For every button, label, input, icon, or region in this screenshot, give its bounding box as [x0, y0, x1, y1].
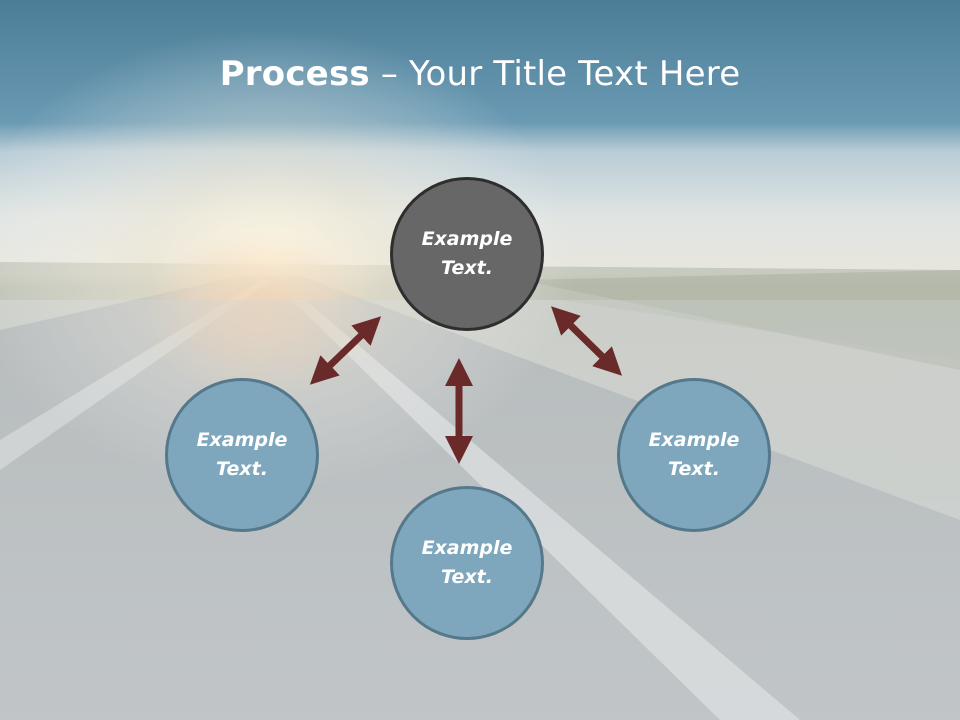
process-node-left: Example Text. — [165, 378, 319, 532]
title-rest-part: – Your Title Text Here — [369, 54, 741, 94]
process-node-bottom: Example Text. — [390, 486, 544, 640]
slide-title: Process – Your Title Text Here — [0, 52, 960, 96]
arrow-top-right — [551, 306, 622, 376]
node-right-line1: Example — [648, 429, 740, 451]
node-bottom-line2: Text. — [441, 566, 493, 588]
title-bold-part: Process — [219, 54, 370, 94]
node-left-label: Example Text. — [177, 426, 307, 484]
node-top-label: Example Text. — [402, 225, 532, 283]
node-bottom-line1: Example — [421, 537, 513, 559]
node-left-line1: Example — [196, 429, 288, 451]
node-right-label: Example Text. — [629, 426, 759, 484]
arrow-top-left — [309, 316, 382, 385]
node-top-line1: Example — [421, 228, 513, 250]
process-node-right: Example Text. — [617, 378, 771, 532]
node-bottom-label: Example Text. — [402, 534, 532, 592]
node-top-line2: Text. — [441, 257, 493, 279]
process-node-top: Example Text. — [390, 177, 544, 331]
node-right-line2: Text. — [668, 458, 720, 480]
node-left-line2: Text. — [216, 458, 268, 480]
